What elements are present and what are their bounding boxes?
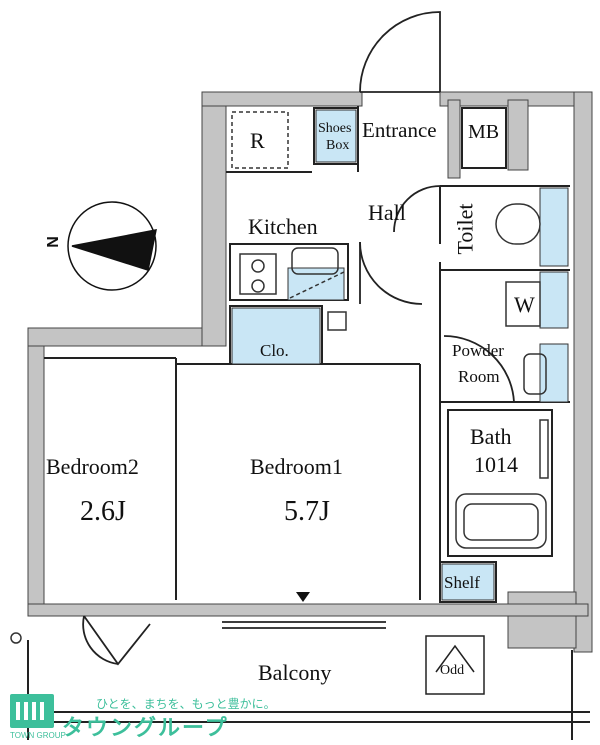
label-washer: W <box>514 292 535 317</box>
powder-fill <box>539 343 569 403</box>
label-bedroom2: Bedroom2 <box>46 454 139 479</box>
walls <box>27 91 593 653</box>
partitions <box>44 106 570 603</box>
balcony-rail <box>27 640 590 740</box>
label-powder-line2: Room <box>458 367 500 386</box>
label-entrance: Entrance <box>362 118 437 142</box>
brand-tagline: ひとを、まちを、もっと豊かに。 <box>96 697 276 711</box>
label-closet: Clo. <box>260 341 289 360</box>
label-mb: MB <box>468 121 500 143</box>
fixtures-blue <box>231 109 569 601</box>
toilet-tank-fill <box>539 187 569 267</box>
label-shoes-box-line2: Box <box>326 138 350 153</box>
label-bedroom1-area: 5.7J <box>284 496 330 527</box>
label-refrigerator: R <box>250 128 265 153</box>
label-bath: Bath <box>470 424 512 449</box>
brand-name: タウングループ <box>62 715 229 740</box>
left-marker <box>10 632 22 644</box>
brand-logo-caption: TOWN GROUP <box>10 731 66 740</box>
odd-box <box>425 635 485 695</box>
label-toilet: Toilet <box>452 203 478 255</box>
compass-label: N <box>44 236 62 248</box>
washer-tank-fill <box>539 271 569 329</box>
label-powder-line1: Powder <box>452 341 504 360</box>
doors <box>82 11 515 666</box>
compass <box>67 201 157 291</box>
brand-logo-bars <box>16 702 44 720</box>
label-shoes-box-line1: Shoes <box>318 121 352 136</box>
window-marker <box>296 592 310 602</box>
label-bath-size: 1014 <box>474 452 518 477</box>
label-bedroom1: Bedroom1 <box>250 454 343 479</box>
label-odd: Odd <box>440 663 465 678</box>
label-kitchen: Kitchen <box>248 214 318 239</box>
label-bedroom2-area: 2.6J <box>80 496 126 527</box>
shelf-fill <box>441 563 495 601</box>
label-hall: Hall <box>368 200 406 225</box>
closet-fill <box>231 307 321 365</box>
fixture-outlines <box>231 111 549 549</box>
label-shelf: Shelf <box>444 573 480 592</box>
shoes-box-fill <box>315 109 357 163</box>
label-balcony: Balcony <box>258 660 332 685</box>
